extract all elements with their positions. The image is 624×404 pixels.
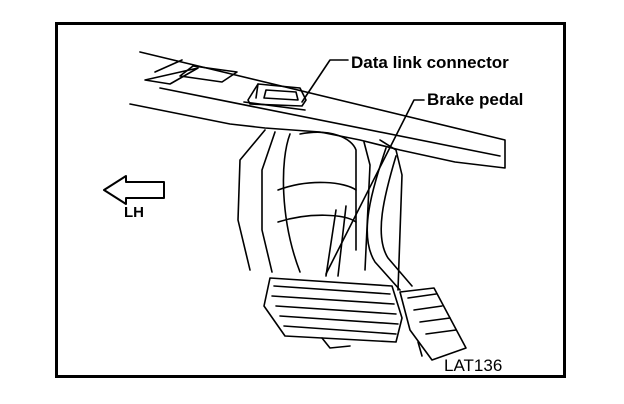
accelerator-arm	[366, 147, 413, 291]
data-link-connector	[247, 83, 307, 107]
data-link-connector-label: Data link connector	[351, 53, 509, 72]
lh-direction-label: LH	[124, 204, 144, 221]
leader-line-data-link-connector	[301, 59, 349, 103]
dashboard-panel	[129, 51, 506, 169]
leader-line-brake-pedal	[325, 99, 425, 275]
accelerator-pedal-pad	[399, 287, 467, 361]
pedal-bracket	[237, 129, 403, 291]
figure-code-label: LAT136	[444, 356, 503, 375]
lh-direction-arrow-icon	[103, 175, 165, 205]
brake-pedal-pad	[263, 277, 403, 349]
brake-pedal-label: Brake pedal	[427, 90, 524, 109]
